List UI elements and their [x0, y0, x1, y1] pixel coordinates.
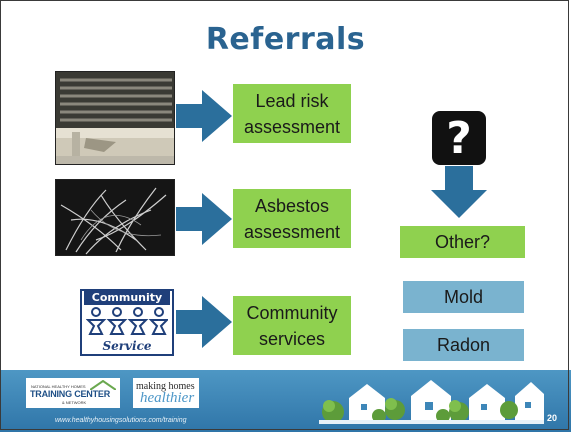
asbestos-fibers-micrograph: [55, 179, 175, 256]
logo-community-text: Community: [84, 291, 170, 305]
training-center-logo: NATIONAL HEALTHY HOMES TRAINING CENTER &…: [26, 378, 120, 408]
logo-service-text: Service: [102, 339, 152, 353]
people-chain-icon: [86, 307, 168, 335]
making-homes-healthier-logo: making homes healthier: [133, 378, 199, 408]
arrow-right-icon: [176, 90, 232, 142]
training-center-small-text: NATIONAL HEALTHY HOMES: [31, 384, 86, 389]
healthier-text: healthier: [140, 390, 195, 406]
footer-url: www.healthyhousingsolutions.com/training: [55, 417, 187, 424]
arrow-right-icon: [176, 193, 232, 245]
peeling-paint-window-photo: [55, 71, 175, 165]
box-line-2: assessment: [243, 221, 341, 242]
other-box: Other?: [400, 226, 525, 258]
mold-box: Mold: [403, 281, 524, 313]
slide-number: 20: [547, 413, 558, 423]
box-line-1: Asbestos: [254, 195, 330, 216]
arrow-right-icon: [176, 296, 232, 348]
making-homes-text: making homes: [136, 381, 195, 392]
slide-title: Referrals: [205, 22, 366, 57]
houses-trees-illustration: [319, 380, 544, 424]
asbestos-assessment-box: Asbestos assessment: [233, 189, 351, 248]
community-services-box: Community services: [233, 296, 351, 355]
arrow-down-icon: [431, 166, 487, 218]
question-mark-icon: ?: [432, 111, 486, 165]
house-roof-icon: [90, 380, 116, 390]
training-center-network: & NETWORK: [62, 400, 87, 405]
radon-box: Radon: [403, 329, 524, 361]
box-line-2: services: [258, 328, 325, 349]
lead-risk-assessment-box: Lead risk assessment: [233, 84, 351, 143]
community-service-logo: Community Service: [80, 289, 174, 356]
box-line-2: assessment: [243, 116, 341, 137]
training-center-title: TRAINING CENTER: [30, 389, 110, 399]
box-line-1: Community: [246, 302, 338, 323]
box-line-1: Lead risk: [255, 90, 329, 111]
